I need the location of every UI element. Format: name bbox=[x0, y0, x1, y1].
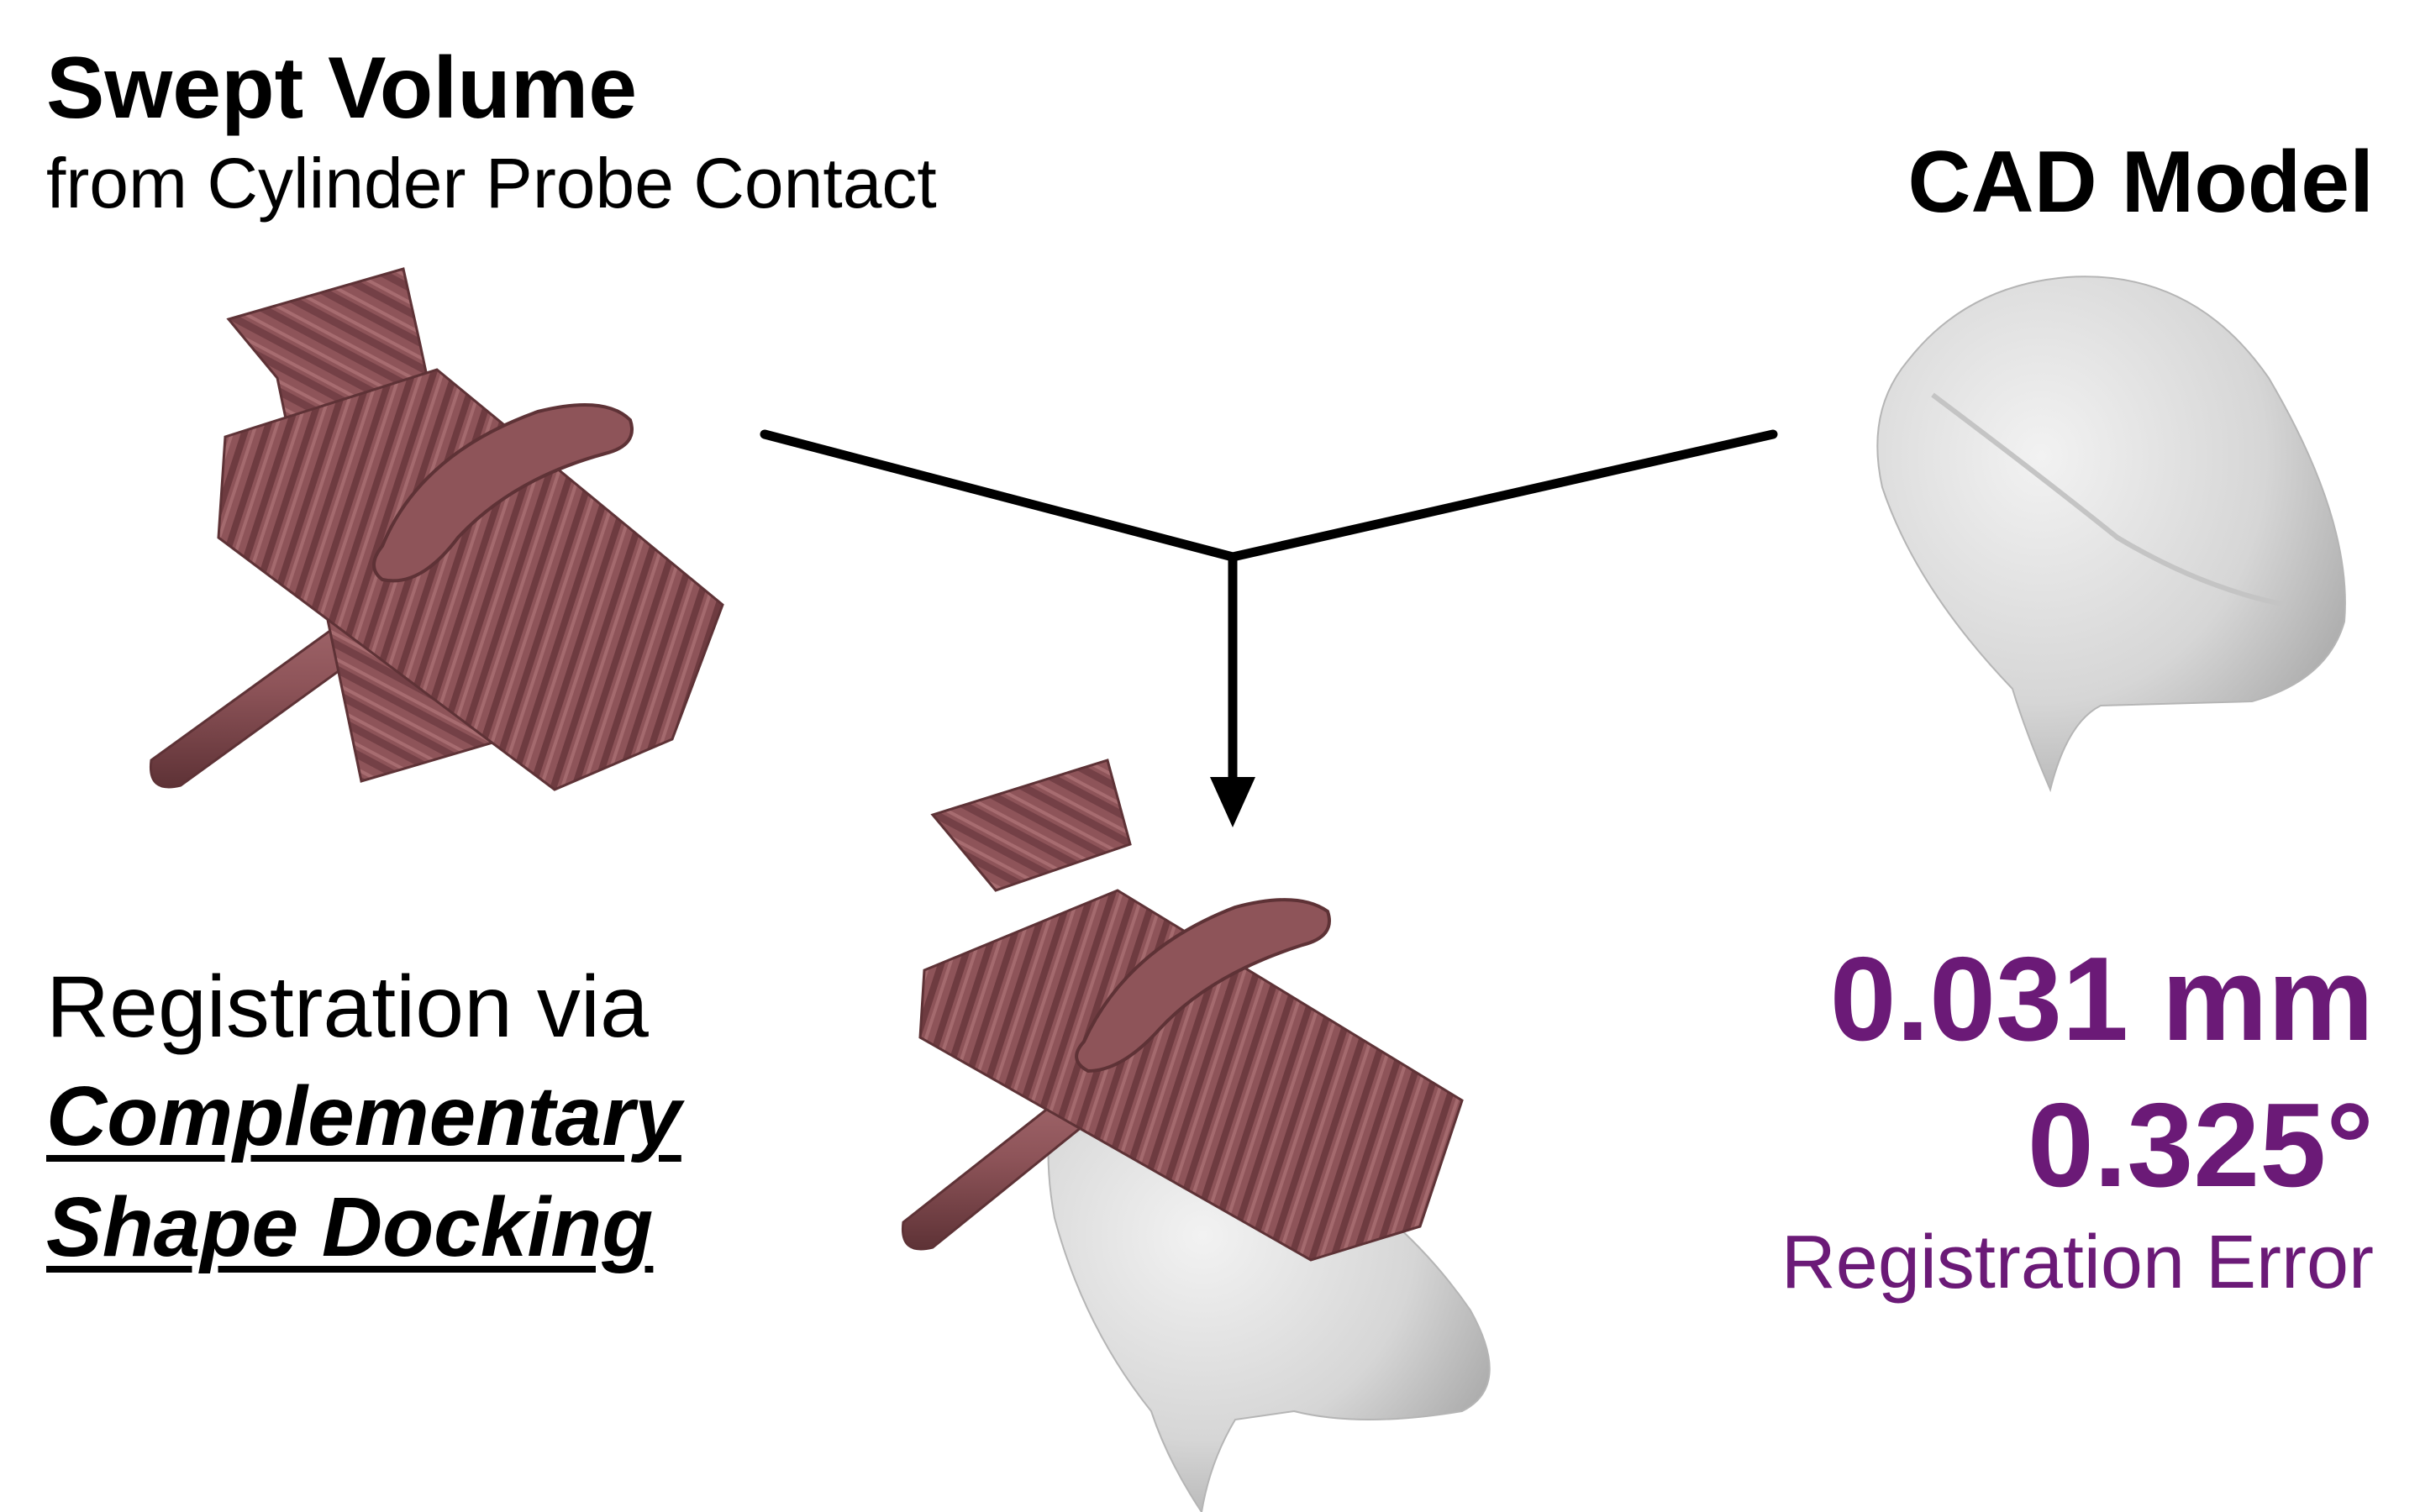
merge-arrow bbox=[760, 429, 1778, 827]
registration-label-line1: Registration via bbox=[46, 958, 649, 1056]
arrowhead-icon bbox=[1210, 777, 1255, 827]
registration-label-line3: Shape Docking bbox=[46, 1180, 654, 1274]
swept-volume-title: Swept Volume bbox=[46, 39, 638, 137]
docked-vertical-slab bbox=[930, 759, 1132, 892]
swept-volume-subtitle: from Cylinder Probe Contact bbox=[46, 144, 937, 223]
docked-contact-arc bbox=[1075, 898, 1331, 1074]
registration-error-label: Registration Error bbox=[1781, 1221, 2374, 1305]
swept-volume-model bbox=[149, 267, 724, 791]
contact-arc bbox=[372, 403, 634, 583]
cad-model-title: CAD Model bbox=[1907, 134, 2374, 231]
translation-error-value: 0.031 mm bbox=[1829, 932, 2374, 1066]
docked-result-model bbox=[901, 759, 1491, 1512]
docked-horizontal-slab bbox=[918, 889, 1464, 1262]
horizontal-slab bbox=[217, 368, 724, 791]
registration-label-line2: Complementary bbox=[46, 1069, 681, 1163]
cad-tooth-model bbox=[1876, 276, 2346, 793]
rotation-error-value: 0.325° bbox=[2027, 1079, 2374, 1212]
